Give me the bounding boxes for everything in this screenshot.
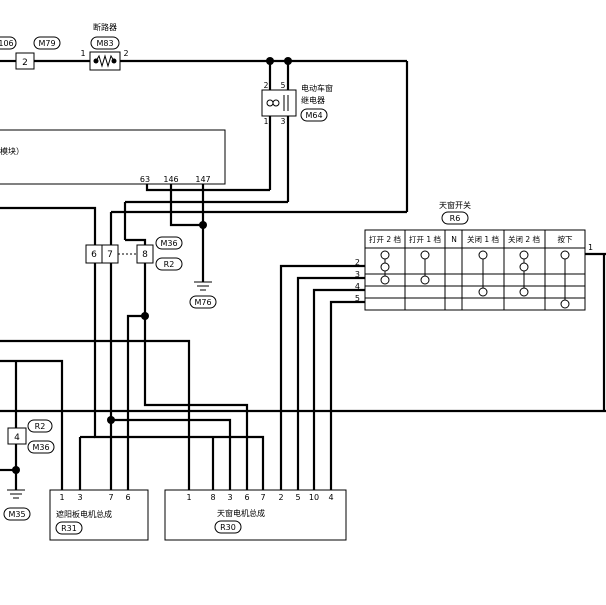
breaker-pin-2: 2 xyxy=(123,49,128,58)
breaker-code: M83 xyxy=(96,39,113,48)
junction-dot xyxy=(141,312,149,320)
relay-pin: 2 xyxy=(264,81,269,90)
sunroof-motor-assembly: 1 8 3 6 7 2 5 10 4 天窗电机总成 R30 xyxy=(164,489,347,541)
module-pin: 63 xyxy=(140,175,150,184)
mid-connector-wires xyxy=(93,263,265,490)
motor-pin: 7 xyxy=(260,493,265,502)
connector-pin: 7 xyxy=(107,250,113,260)
ground-m76: M76 xyxy=(189,281,217,309)
motor-title: 遮阳板电机总成 xyxy=(56,509,112,519)
control-module: 模块） 63 146 147 xyxy=(0,129,226,185)
relay-pin: 3 xyxy=(281,117,286,126)
ground-code: M76 xyxy=(194,298,211,307)
breaker-pin-1: 1 xyxy=(80,49,85,58)
relay-title-line1: 电动车窗 xyxy=(301,83,333,93)
module-wires xyxy=(0,184,288,282)
motor-pin: 6 xyxy=(125,493,130,502)
module-pin: 147 xyxy=(195,175,210,184)
motor-pin: 5 xyxy=(295,493,300,502)
motor-pin: 1 xyxy=(59,493,64,502)
module-label: 模块） xyxy=(0,146,24,156)
switch-code: R6 xyxy=(450,214,461,223)
relay-code: M64 xyxy=(305,111,322,120)
motor-pin: 10 xyxy=(309,493,319,502)
ground-code: M35 xyxy=(8,510,25,519)
connector-left: 4 R2 M36 xyxy=(0,361,55,490)
left-loop-wires xyxy=(0,339,606,490)
motor-pin: 2 xyxy=(278,493,283,502)
switch-column-label: 按下 xyxy=(558,234,573,244)
connector-code: R2 xyxy=(35,422,46,431)
switch-column-label: 打开 1 档 xyxy=(409,234,441,244)
sunroof-switch: 天窗开关 R6 打开 2 档 打开 1 档 N 关闭 1 档 关闭 2 档 按下… xyxy=(355,200,593,311)
switch-column-label: N xyxy=(451,235,457,244)
switch-wires xyxy=(279,252,606,490)
junction-dot xyxy=(199,221,207,229)
motor-code: R30 xyxy=(220,523,236,532)
connector-mid: 6 7 8 M36 R2 xyxy=(85,236,183,271)
connector-code: M36 xyxy=(32,443,49,452)
code-text: M79 xyxy=(38,39,55,48)
motor-pin: 3 xyxy=(77,493,82,502)
motor-pin: 8 xyxy=(210,493,215,502)
motor-pin: 6 xyxy=(244,493,249,502)
breaker-title: 断路器 xyxy=(93,22,117,32)
switch-right-pin: 1 xyxy=(588,243,593,252)
switch-row-pin: 4 xyxy=(355,282,360,291)
junction-dot xyxy=(12,466,20,474)
motor-title: 天窗电机总成 xyxy=(217,508,265,518)
connector-pin: 6 xyxy=(91,250,97,260)
connector-pin: 8 xyxy=(142,250,148,260)
code-text: 106 xyxy=(0,39,14,48)
motor-pin: 1 xyxy=(186,493,191,502)
switch-row-pin: 5 xyxy=(355,294,360,303)
ground-m35: M35 xyxy=(3,489,31,521)
relay-pin: 1 xyxy=(264,117,269,126)
motor-pin: 3 xyxy=(227,493,232,502)
top-left-connector-code-partial: 106 xyxy=(0,36,17,50)
connector-code: R2 xyxy=(164,260,175,269)
top-left-connector-code: M79 xyxy=(33,36,61,50)
motor-pin: 4 xyxy=(328,493,333,502)
pin-label: 2 xyxy=(22,58,28,68)
motor-code: R31 xyxy=(61,524,77,533)
junction-dot xyxy=(107,416,115,424)
relay-title-line2: 继电器 xyxy=(301,95,325,105)
switch-column-label: 打开 2 档 xyxy=(369,234,401,244)
motor-pin: 7 xyxy=(108,493,113,502)
connector-pin: 4 xyxy=(14,433,20,443)
relay-pin: 5 xyxy=(281,81,286,90)
shade-motor-assembly: 1 3 7 6 遮阳板电机总成 R31 xyxy=(49,489,149,541)
module-pin: 146 xyxy=(163,175,178,184)
top-left-connector-pin: 2 xyxy=(15,52,35,70)
switch-title: 天窗开关 xyxy=(439,200,471,210)
wire xyxy=(125,238,147,245)
switch-column-label: 关闭 2 档 xyxy=(508,234,540,244)
circuit-breaker: 断路器 M83 1 2 xyxy=(80,22,129,71)
top-power-wire xyxy=(0,59,409,214)
switch-row-pin: 2 xyxy=(355,258,360,267)
connector-code: M36 xyxy=(160,239,177,248)
power-window-relay: 2 5 1 3 电动车窗 继电器 M64 xyxy=(261,61,333,126)
switch-row-pin: 3 xyxy=(355,270,360,279)
switch-column-label: 关闭 1 档 xyxy=(467,234,499,244)
